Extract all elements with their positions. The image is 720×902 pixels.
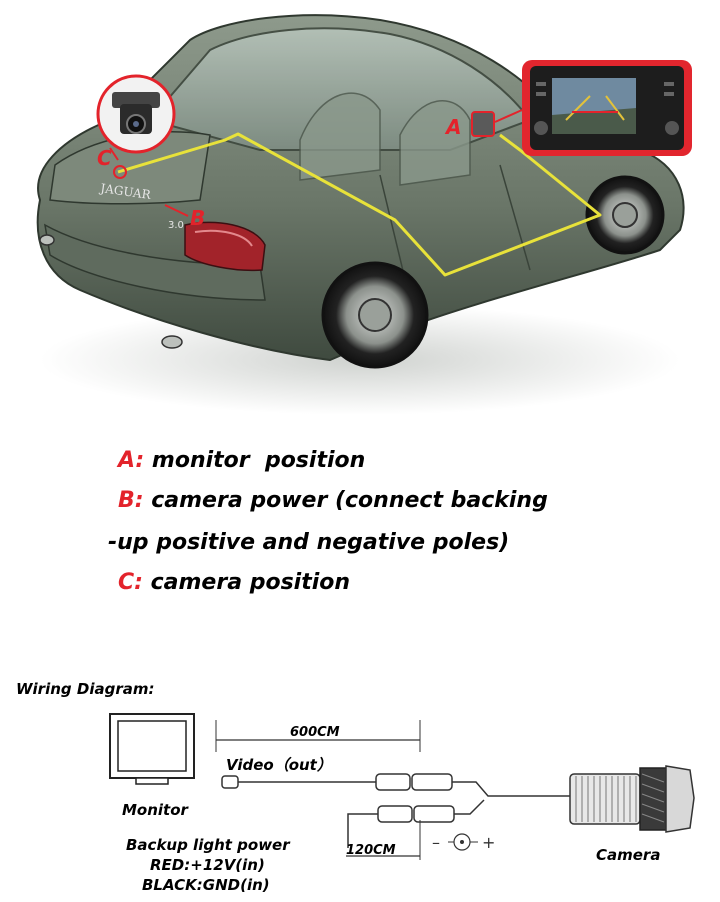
legend-item-b-continued: -up positive and negative poles) [108, 530, 509, 555]
legend-item-b: B: camera power (connect backing [118, 488, 548, 513]
polarity-plus: + [482, 833, 495, 852]
rear-wheel [321, 261, 429, 369]
marker-b-pointer [164, 204, 189, 217]
legend-text: -up positive and negative poles) [108, 530, 510, 555]
camera-location-dot [113, 165, 127, 179]
wiring-diagram: Wiring Diagram: Monitor 600CM Video（out）… [16, 680, 695, 894]
length-600-label: 600CM [290, 725, 340, 740]
power-cable [347, 799, 485, 848]
monitor-icon [109, 713, 195, 785]
marker-a-pointer [494, 109, 523, 123]
video-out-label: Video（out） [226, 756, 332, 774]
legend-key: A: [118, 448, 145, 473]
car-model-badge: 3.0 [168, 220, 184, 231]
legend-text: monitor position [151, 448, 366, 473]
dc-jack-symbol [448, 833, 478, 851]
wiring-title: Wiring Diagram: [16, 680, 154, 698]
cable-route [117, 132, 602, 277]
camera-label: Camera [596, 846, 660, 864]
monitor-label: Monitor [122, 801, 190, 819]
legend-item-a: A: monitor position [118, 448, 365, 473]
legend-item-c: C: camera position [118, 570, 350, 595]
front-wheel [585, 175, 665, 255]
legend-key: B: [118, 488, 144, 513]
video-cable [221, 773, 570, 797]
marker-a: A [444, 115, 461, 139]
legend-text: camera position [150, 570, 351, 595]
camera-icon [569, 765, 695, 833]
camera-zoom-inset [96, 74, 176, 161]
legend-text: camera power (connect backing [151, 488, 548, 513]
legend-key: C: [118, 570, 143, 595]
car-installation-photo: JAGUAR 3.0 C B A [36, 14, 692, 415]
length-600-dimension [215, 720, 421, 752]
polarity-minus: – [432, 833, 440, 852]
monitor-head-unit-inset [522, 60, 692, 156]
marker-c: C [97, 146, 112, 170]
marker-b: B [190, 206, 205, 230]
length-120-label: 120CM [346, 843, 396, 858]
monitor-location-box [471, 111, 495, 137]
black-wire-label: BLACK:GND(in) [142, 876, 270, 894]
backup-power-title: Backup light power [126, 836, 291, 854]
red-wire-label: RED:+12V(in) [150, 856, 265, 874]
length-120-dimension [346, 820, 421, 860]
